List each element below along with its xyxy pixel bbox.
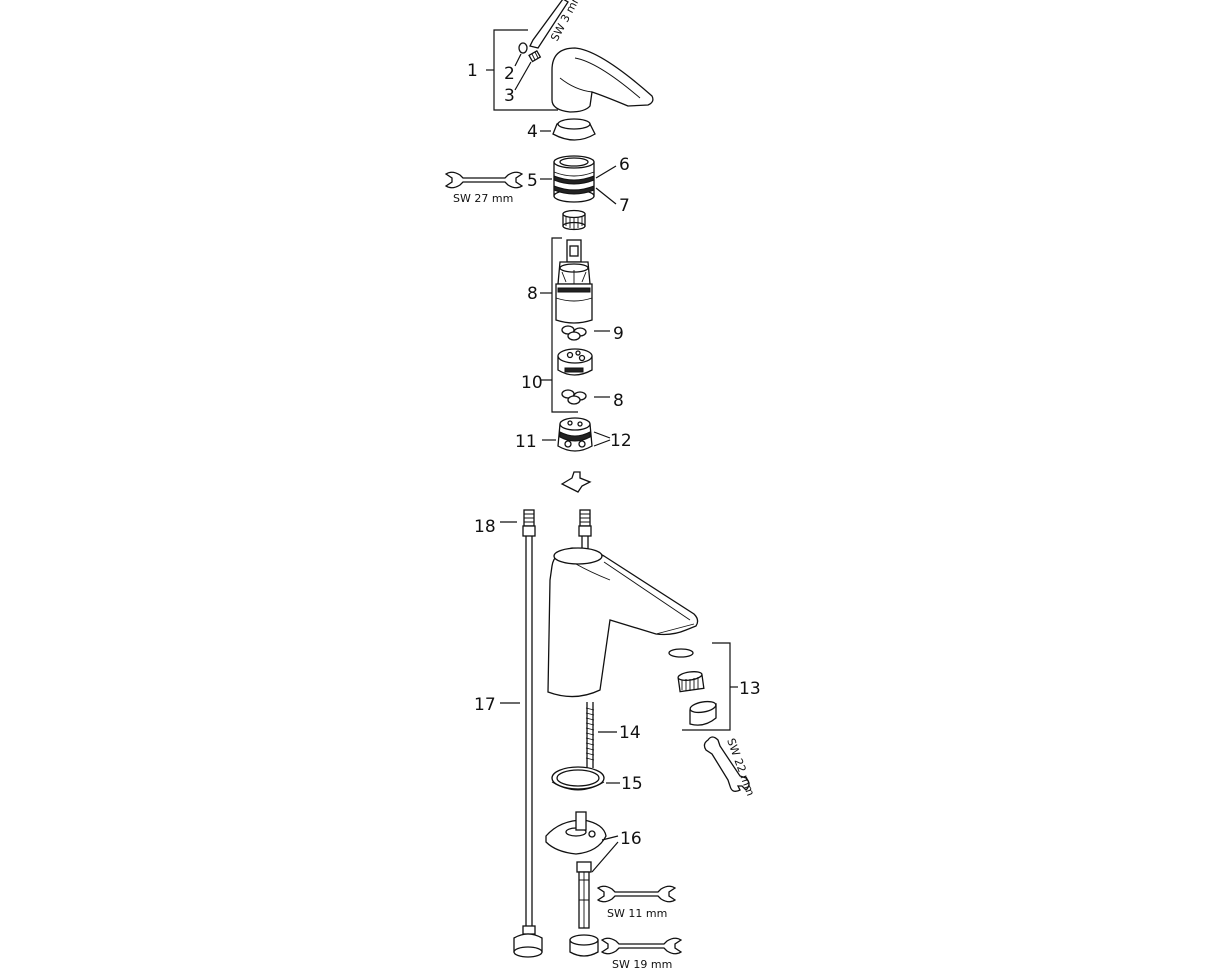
hex-key-tool — [529, 0, 569, 49]
part-number-10: 10 — [521, 373, 543, 393]
mounting-bracket: 16 — [545, 811, 642, 873]
cap-ring: 4 — [527, 118, 596, 142]
spline-adapter — [562, 209, 586, 231]
part-number-3: 3 — [504, 86, 515, 106]
cartridge-nut: 5 6 7 — [527, 155, 630, 216]
grub-screw — [528, 50, 542, 63]
valve-insert: 11 12 — [515, 417, 632, 493]
threaded-rod: 14 — [585, 702, 641, 768]
wrench-27-label: SW 27 mm — [453, 192, 513, 205]
handle-group: SW 3 mm 1 2 3 — [467, 0, 654, 113]
seal-set-8 — [561, 389, 587, 405]
part-number-5: 5 — [527, 171, 538, 191]
wrench-19-tool: SW 19 mm — [600, 937, 683, 971]
part-number-8: 8 — [527, 284, 538, 304]
wrench-27-tool: SW 27 mm — [444, 171, 524, 205]
part-number-18: 18 — [474, 517, 496, 537]
lever-handle — [551, 47, 654, 113]
wrench-11-tool: SW 11 mm — [596, 885, 677, 920]
wrench-19-label: SW 19 mm — [612, 958, 672, 971]
flex-hose-left: 18 17 — [474, 509, 543, 958]
retaining-clip — [560, 471, 592, 493]
faucet-body — [547, 547, 699, 698]
part-number-11: 11 — [515, 432, 537, 452]
part-number-12: 12 — [610, 431, 632, 451]
set-screw — [518, 42, 528, 54]
part-number-4: 4 — [527, 122, 538, 142]
part-number-17: 17 — [474, 695, 496, 715]
part-number-8-second: 8 — [613, 391, 624, 411]
seal-set-9 — [561, 325, 587, 341]
part-number-14: 14 — [619, 723, 641, 743]
aerator-set: 13 — [668, 642, 761, 731]
part-number-7: 7 — [619, 196, 630, 216]
control-disc — [557, 348, 593, 376]
aerator-housing — [689, 700, 717, 726]
wrench-11-label: SW 11 mm — [607, 907, 667, 920]
part-number-16: 16 — [620, 829, 642, 849]
aerator-insert — [677, 671, 705, 693]
part-number-1: 1 — [467, 61, 478, 81]
part-number-13: 13 — [739, 679, 761, 699]
part-number-9: 9 — [613, 324, 624, 344]
base-gasket: 15 — [551, 766, 643, 794]
part-number-15: 15 — [621, 774, 643, 794]
part-number-2: 2 — [504, 64, 515, 84]
wrench-22-tool: SW 22 mm — [703, 736, 757, 798]
cartridge-assembly: 8 9 10 8 — [521, 237, 624, 413]
flex-hose-right — [578, 509, 592, 552]
fixing-bolt — [569, 861, 599, 957]
part-number-6: 6 — [619, 155, 630, 175]
